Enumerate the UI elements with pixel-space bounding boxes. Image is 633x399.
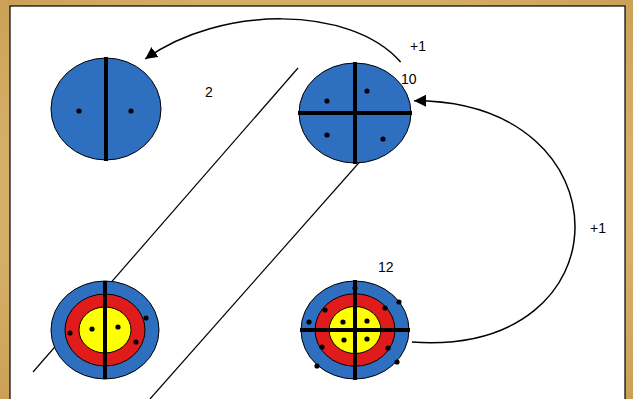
target-face [300, 280, 410, 380]
divider-line [300, 328, 410, 332]
hit-dot [314, 363, 319, 368]
increment-label: +1 [410, 38, 426, 54]
white-panel [10, 6, 625, 399]
curved-arrow [145, 19, 400, 62]
divider-line [104, 57, 108, 161]
hit-dot [306, 319, 311, 324]
hit-dot [385, 345, 390, 350]
hit-dot [341, 337, 346, 342]
target-node: 12 [300, 280, 410, 380]
blue-ring [299, 63, 411, 163]
increment-label: +1 [590, 220, 606, 236]
hit-dot [364, 88, 369, 93]
hit-dot [115, 324, 120, 329]
target-face [298, 62, 412, 164]
blue-ring [301, 281, 409, 379]
hit-dot [319, 344, 324, 349]
hit-dot [324, 132, 329, 137]
divider-line [298, 111, 412, 115]
hit-dot [364, 336, 369, 341]
hit-dot [89, 326, 94, 331]
hit-dot [322, 307, 327, 312]
hit-dot [324, 98, 329, 103]
score-number: 2 [205, 84, 213, 100]
blue-ring [51, 281, 159, 379]
hit-dot [128, 108, 133, 113]
score-number: 12 [378, 259, 394, 275]
hit-dot [394, 359, 399, 364]
divider-line [103, 281, 107, 379]
hit-dot [364, 318, 369, 323]
score-number: 10 [401, 71, 417, 87]
hit-dot [67, 330, 72, 335]
hit-dot [143, 315, 148, 320]
hit-dot [396, 299, 401, 304]
curved-arrow [412, 101, 575, 343]
target-node: 10 [298, 62, 412, 164]
hit-dot [380, 136, 385, 141]
hit-dot [340, 319, 345, 324]
target-face [50, 57, 162, 161]
target-node: 2 [50, 57, 162, 161]
hit-dot [352, 285, 357, 290]
hit-dot [133, 339, 138, 344]
blue-ring [51, 58, 161, 160]
hit-dot [382, 305, 387, 310]
target-face [51, 281, 159, 379]
hit-dot [76, 108, 81, 113]
